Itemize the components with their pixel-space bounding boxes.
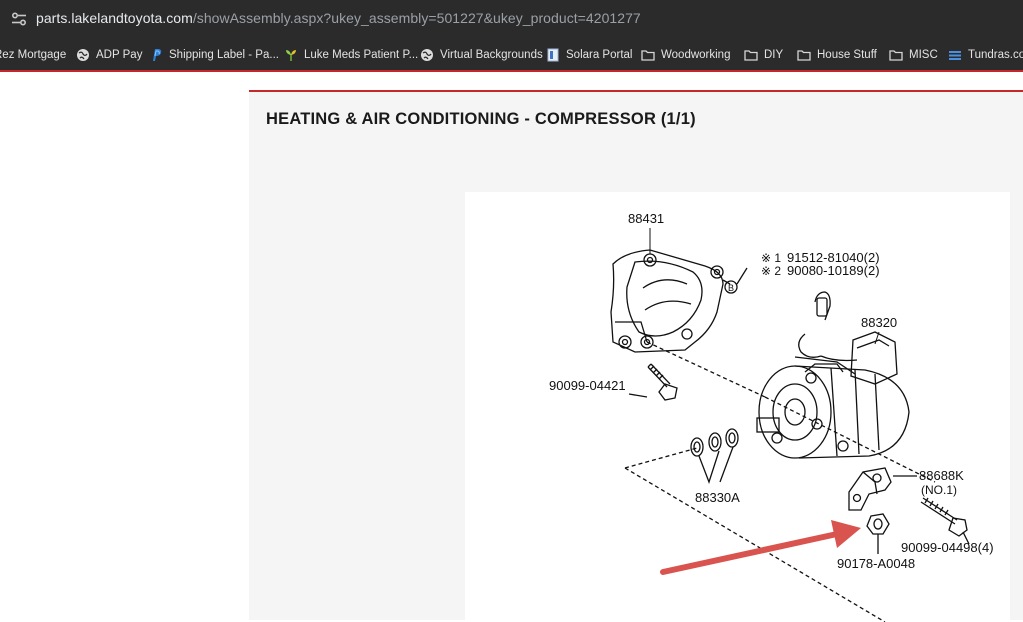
url-text[interactable]: parts.lakelandtoyota.com/showAssembly.as… xyxy=(36,10,641,26)
annotation-arrow xyxy=(660,520,861,575)
bookmark-house-stuff[interactable]: House Stuff xyxy=(797,46,877,64)
part-label-90178-a0048[interactable]: 90178-A0048 xyxy=(837,556,915,571)
folder-icon xyxy=(641,50,655,61)
bookmark-label: Woodworking xyxy=(661,49,731,61)
bookmark-label: Shipping Label - Pa... xyxy=(169,49,279,61)
page-content: HEATING & AIR CONDITIONING - COMPRESSOR … xyxy=(0,72,1023,622)
browser-chrome: parts.lakelandtoyota.com/showAssembly.as… xyxy=(0,0,1023,72)
url-path: /showAssembly.aspx?ukey_assembly=501227&… xyxy=(192,10,641,26)
nut-90178-a0048-drawing xyxy=(866,513,890,554)
bookmark-label: Solara Portal xyxy=(566,49,633,61)
bookmark-tundras[interactable]: Tundras.com xyxy=(948,46,1023,64)
bracket-88688k-drawing xyxy=(848,467,917,511)
part-label-88688k[interactable]: 88688K xyxy=(919,468,964,483)
globe-icon xyxy=(77,49,89,61)
part-note-no1: (NO.1) xyxy=(921,483,957,497)
address-bar[interactable]: parts.lakelandtoyota.com/showAssembly.as… xyxy=(0,0,1023,38)
compressor-88320-drawing xyxy=(756,291,910,459)
ref-mark-1: ※ 1 xyxy=(761,251,781,265)
globe-icon xyxy=(421,49,433,61)
bracket-88431-drawing xyxy=(610,249,724,353)
folder-icon xyxy=(744,50,758,61)
bookmark-luke-meds[interactable]: Luke Meds Patient P... xyxy=(284,46,418,64)
part-label-90080-10189[interactable]: 90080-10189(2) xyxy=(787,263,880,278)
leaf-icon xyxy=(286,50,296,61)
part-label-88330a[interactable]: 88330A xyxy=(695,490,740,505)
bookmark-label: Luke Meds Patient P... xyxy=(304,49,419,61)
folder-icon xyxy=(889,50,903,61)
bookmark-solara-portal[interactable]: Solara Portal xyxy=(546,46,632,64)
bolt-90099-04421-drawing xyxy=(647,363,678,401)
tundras-site-icon xyxy=(949,51,961,60)
part-label-90099-04498[interactable]: 90099-04498(4) xyxy=(901,540,994,555)
parts-diagram[interactable]: 88431 B ※ 1 91512-81040(2) ※ 2 90080-101… xyxy=(465,192,1010,622)
bookmark-label: DIY xyxy=(764,49,784,61)
page-title: HEATING & AIR CONDITIONING - COMPRESSOR … xyxy=(266,110,696,128)
bookmark-shipping-label[interactable]: Shipping Label - Pa... xyxy=(149,46,279,64)
bookmark-virtual-backgrounds[interactable]: Virtual Backgrounds xyxy=(420,46,543,64)
site-settings-icon[interactable] xyxy=(10,11,28,27)
bolt-90099-04498-drawing xyxy=(920,497,970,545)
bookmark-diy[interactable]: DIY xyxy=(744,46,783,64)
bookmark-rez-mortgage[interactable]: Rez Mortgage xyxy=(0,46,66,64)
paypal-icon xyxy=(153,49,162,61)
part-label-88320[interactable]: 88320 xyxy=(861,315,897,330)
ref-mark-2: ※ 2 xyxy=(761,264,781,278)
part-label-90099-04421[interactable]: 90099-04421 xyxy=(549,378,626,393)
ref-circle-b: B xyxy=(728,283,734,293)
bookmark-label: ADP Pay xyxy=(96,49,143,61)
assembly-panel: HEATING & AIR CONDITIONING - COMPRESSOR … xyxy=(249,90,1023,622)
bookmarks-bar: Rez Mortgage ADP Pay Shipping Label - Pa… xyxy=(0,38,1023,72)
bookmark-woodworking[interactable]: Woodworking xyxy=(641,46,730,64)
bookmark-label: Tundras.com xyxy=(968,49,1023,61)
bookmark-adp-pay[interactable]: ADP Pay xyxy=(76,46,142,64)
bookmark-label: MISC xyxy=(909,49,938,61)
url-host: parts.lakelandtoyota.com xyxy=(36,10,193,26)
part-label-88431[interactable]: 88431 xyxy=(628,211,664,226)
folder-icon xyxy=(797,50,811,61)
bookmark-label: House Stuff xyxy=(817,49,877,61)
document-icon xyxy=(547,48,559,62)
parts-diagram-svg: 88431 B ※ 1 91512-81040(2) ※ 2 90080-101… xyxy=(549,211,994,622)
bookmark-label: Virtual Backgrounds xyxy=(440,49,543,61)
part-label-91512-81040[interactable]: 91512-81040(2) xyxy=(787,250,880,265)
bookmark-misc[interactable]: MISC xyxy=(889,46,938,64)
washers-88330a-drawing xyxy=(690,428,739,484)
bookmark-label: Rez Mortgage xyxy=(0,49,67,61)
